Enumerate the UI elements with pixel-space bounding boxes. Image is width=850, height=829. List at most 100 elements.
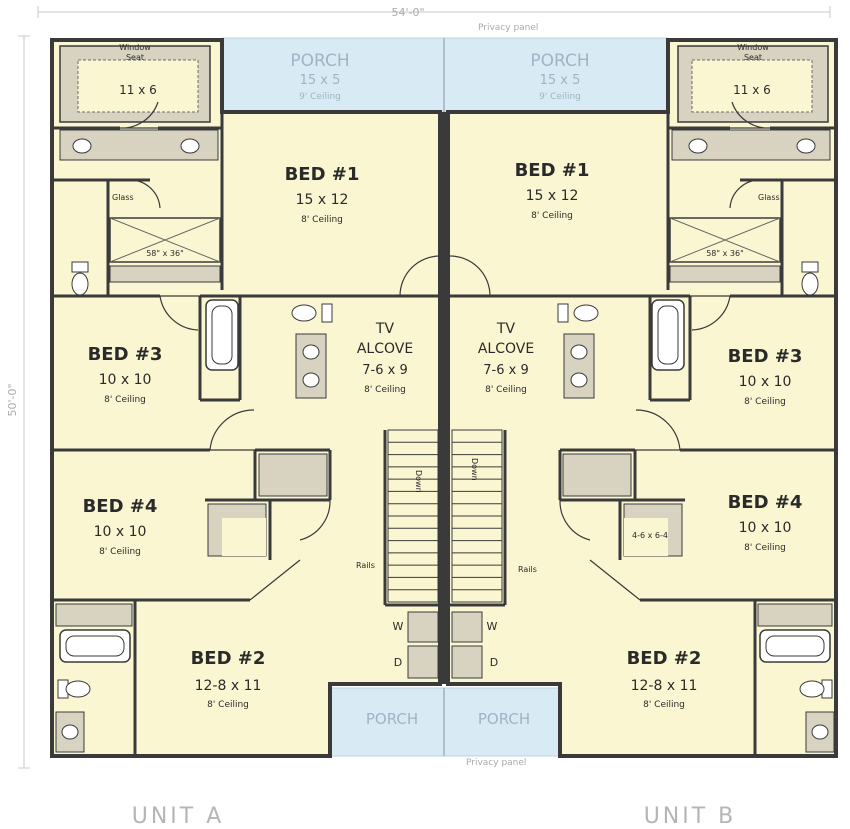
overall-dimensions <box>18 6 831 769</box>
unit-b-bed2-ceiling: 8' Ceiling <box>643 700 685 710</box>
unit-a-porch-bottom-name: PORCH <box>366 710 418 728</box>
unit-a-washer-label: W <box>393 620 404 633</box>
unit-a-vanity-2 <box>295 333 327 399</box>
unit-b-bed4-dim: 10 x 10 <box>739 520 792 536</box>
unit-a-tv-name-1: TV <box>375 321 395 337</box>
unit-a-sink-icon <box>72 138 92 154</box>
unit-b-toilet-icon <box>799 679 833 699</box>
unit-a-bed4-dim: 10 x 10 <box>94 524 147 540</box>
unit-a-closet-shelf <box>258 453 328 497</box>
unit-a-sink-icon <box>302 372 320 388</box>
unit-a-sink-icon <box>180 138 200 154</box>
unit-b-walls <box>448 112 836 756</box>
porch-bottom <box>329 687 561 757</box>
unit-b-closet-shelf <box>562 453 632 497</box>
unit-a-tub-2-basin <box>65 635 125 657</box>
unit-b-stair-treads <box>452 441 502 591</box>
unit-b-bed4-name: BED #4 <box>728 492 803 513</box>
unit-b-tv-dim: 7-6 x 9 <box>483 363 528 378</box>
unit-b-window-seat-cushion <box>691 59 813 113</box>
unit-a-bed3-name: BED #3 <box>88 344 163 365</box>
porch-top <box>221 37 669 113</box>
unit-b-bed4-ceiling: 8' Ceiling <box>744 543 786 553</box>
unit-b-washer <box>451 611 483 643</box>
unit-b-tub-basin <box>657 305 679 365</box>
unit-a-tub-basin <box>211 305 233 365</box>
unit-a-stair-treads <box>388 441 438 591</box>
unit-a-bed4-name: BED #4 <box>83 496 158 517</box>
unit-b-window-seat-label-1: Window <box>737 43 769 52</box>
unit-b-bed3-dim: 10 x 10 <box>739 374 792 390</box>
unit-b-closet2-dim: 4-6 x 6-4 <box>632 531 668 540</box>
unit-b-porch-top-ceiling: 9' Ceiling <box>539 92 581 102</box>
unit-a-porch-top-dim: 15 x 5 <box>300 73 341 88</box>
door-swings <box>119 101 771 601</box>
unit-a-glass-label: Glass <box>112 193 134 202</box>
unit-a-closet-interior <box>222 518 266 556</box>
unit-a-tv-name-2: ALCOVE <box>357 341 413 357</box>
unit-b-closet-interior <box>624 518 668 556</box>
unit-b-down-label: Down <box>470 458 479 481</box>
unit-b-sink-icon <box>796 138 816 154</box>
unit-b-bed3-name: BED #3 <box>728 346 803 367</box>
unit-b-bed1-name: BED #1 <box>515 160 590 181</box>
unit-a-bed3-dim: 10 x 10 <box>99 372 152 388</box>
unit-b-tv-name-2: ALCOVE <box>478 341 534 357</box>
unit-a-bed3-ceiling: 8' Ceiling <box>104 395 146 405</box>
privacy-panel-bottom-label: Privacy panel <box>466 758 526 768</box>
unit-b-tub-2-basin <box>765 635 825 657</box>
unit-a-window-seat-label-2: Seat <box>126 53 144 62</box>
unit-b-dryer <box>451 645 483 679</box>
unit-a-label: UNIT A <box>132 804 225 829</box>
unit-b-washer-label: W <box>487 620 498 633</box>
privacy-panel-top-label: Privacy panel <box>478 23 538 33</box>
unit-a-down-label: Down <box>414 470 423 493</box>
unit-a-bed2-dim: 12-8 x 11 <box>195 678 262 694</box>
depth-dimension-label: 50'-0" <box>6 383 19 416</box>
unit-a-window-seat-label-1: Window <box>119 43 151 52</box>
unit-a-bed2-ceiling: 8' Ceiling <box>207 700 249 710</box>
unit-a-bed1-ceiling: 8' Ceiling <box>301 215 343 225</box>
unit-b-counter <box>669 265 781 283</box>
unit-a-dryer <box>407 645 439 679</box>
unit-a-counter-2 <box>55 603 133 627</box>
unit-a-porch-top-name: PORCH <box>290 51 349 71</box>
unit-a-toilet-icon <box>71 261 89 296</box>
unit-b-sink-icon <box>570 372 588 388</box>
unit-a-toilet-icon <box>291 303 333 323</box>
unit-b-closet-dim: 11 x 6 <box>733 83 771 97</box>
unit-a-sink-icon <box>61 724 79 740</box>
unit-a-bed1-dim: 15 x 12 <box>296 192 349 208</box>
unit-b-sink-icon <box>570 344 588 360</box>
unit-b-tub-2 <box>759 629 831 663</box>
unit-b-dryer-label: D <box>490 656 498 669</box>
unit-b-sink-icon <box>688 138 708 154</box>
unit-a-window-seat-cushion <box>77 59 199 113</box>
unit-b-bed2-dim: 12-8 x 11 <box>631 678 698 694</box>
unit-a-shower-cross <box>109 217 221 263</box>
unit-b-glass-label: Glass <box>758 193 780 202</box>
unit-a-tub-2 <box>59 629 131 663</box>
unit-a-bed1-name: BED #1 <box>285 164 360 185</box>
unit-b-bed2-name: BED #2 <box>627 648 702 669</box>
unit-b-sink-icon <box>811 724 829 740</box>
unit-a-counter <box>109 265 221 283</box>
unit-b-porch-top-name: PORCH <box>530 51 589 71</box>
unit-b-label: UNIT B <box>644 804 737 829</box>
unit-b-window-seat-label-2: Seat <box>744 53 762 62</box>
unit-a-bed2-name: BED #2 <box>191 648 266 669</box>
unit-a-tv-dim: 7-6 x 9 <box>362 363 407 378</box>
unit-b-porch-top-dim: 15 x 5 <box>540 73 581 88</box>
unit-a-dryer-label: D <box>394 656 402 669</box>
unit-b-shower-cross <box>669 217 781 263</box>
width-dimension-label: 54'-0" <box>391 6 424 19</box>
unit-b-toilet-icon <box>557 303 599 323</box>
unit-b-bed1-ceiling: 8' Ceiling <box>531 211 573 221</box>
unit-b-tub <box>651 299 685 371</box>
unit-a-toilet-icon <box>57 679 91 699</box>
unit-b-vanity-2 <box>563 333 595 399</box>
unit-b-bed3-ceiling: 8' Ceiling <box>744 397 786 407</box>
unit-b-rails-label: Rails <box>518 565 537 574</box>
unit-a-rails-label: Rails <box>356 561 375 570</box>
unit-a-shower-dim: 58" x 36" <box>146 249 184 258</box>
